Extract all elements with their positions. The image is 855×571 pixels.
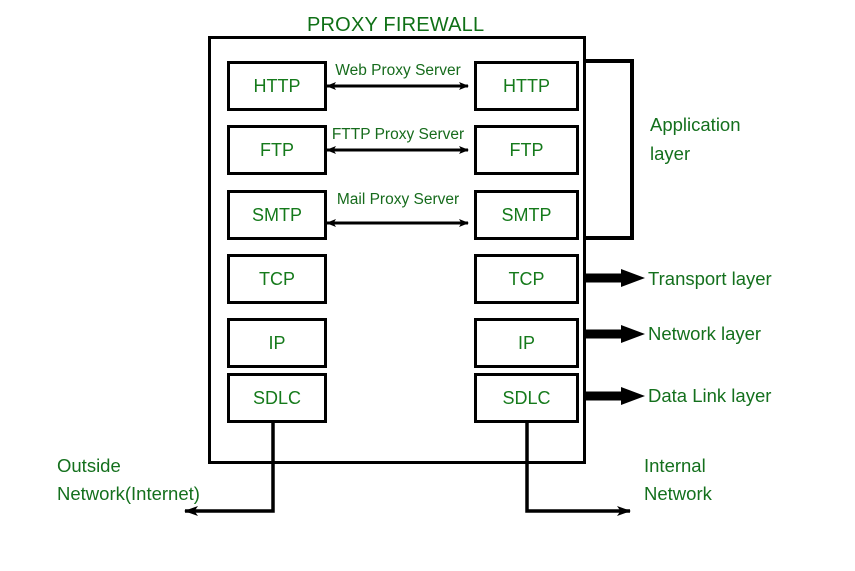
outside-box-sdlc[interactable]: SDLC (227, 373, 327, 423)
inside-box-ip[interactable]: IP (474, 318, 579, 368)
outside-box-smtp-label: SMTP (251, 204, 302, 225)
outside-box-sdlc-label: SDLC (252, 387, 301, 408)
outside-box-ip-label: IP (268, 332, 286, 353)
inside-box-http-label: HTTP (503, 75, 550, 96)
inside-box-smtp-label: SMTP (501, 204, 552, 225)
transport-layer-arrow (586, 269, 645, 287)
outside-box-http[interactable]: HTTP (227, 61, 327, 111)
inside-box-ftp-label: FTP (509, 139, 544, 160)
internal-network-label-line2: Network (644, 483, 712, 504)
application-layer-bracket (586, 59, 634, 240)
page-title: PROXY FIREWALL (307, 14, 485, 36)
internal-network-path (525, 422, 631, 516)
inside-box-ip-label: IP (517, 332, 535, 353)
outside-box-tcp[interactable]: TCP (227, 254, 327, 304)
inside-box-sdlc[interactable]: SDLC (474, 373, 579, 423)
layer-label-transport: Transport layer (648, 268, 772, 289)
layer-label-application-line1: Application (650, 114, 741, 135)
internal-network-label-line1: Internal (644, 455, 706, 476)
outside-box-ftp[interactable]: FTP (227, 125, 327, 175)
proxy-label-http: Web Proxy Server (335, 62, 461, 79)
datalink-layer-arrow (586, 387, 645, 405)
inside-box-tcp[interactable]: TCP (474, 254, 579, 304)
firewall-boundary (208, 36, 586, 464)
inside-box-http[interactable]: HTTP (474, 61, 579, 111)
outside-network-label-line1: Outside (57, 455, 121, 476)
proxy-label-ftp: FTTP Proxy Server (331, 126, 465, 143)
layer-label-network: Network layer (648, 323, 762, 344)
inside-box-tcp-label: TCP (508, 268, 545, 289)
network-layer-arrow (586, 325, 645, 343)
layer-label-datalink: Data Link layer (648, 385, 772, 406)
outside-box-ip[interactable]: IP (227, 318, 327, 368)
outside-box-tcp-label: TCP (259, 268, 295, 289)
layer-label-application-line2: layer (650, 143, 691, 164)
outside-box-ftp-label: FTP (260, 139, 294, 160)
inside-box-sdlc-label: SDLC (502, 387, 551, 408)
outside-network-path (184, 422, 275, 516)
outside-box-smtp[interactable]: SMTP (227, 190, 327, 240)
inside-box-ftp[interactable]: FTP (474, 125, 579, 175)
proxy-label-smtp: Mail Proxy Server (336, 191, 460, 208)
outside-box-http-label: HTTP (253, 75, 301, 96)
inside-box-smtp[interactable]: SMTP (474, 190, 579, 240)
outside-network-label-line2: Network(Internet) (57, 483, 200, 504)
